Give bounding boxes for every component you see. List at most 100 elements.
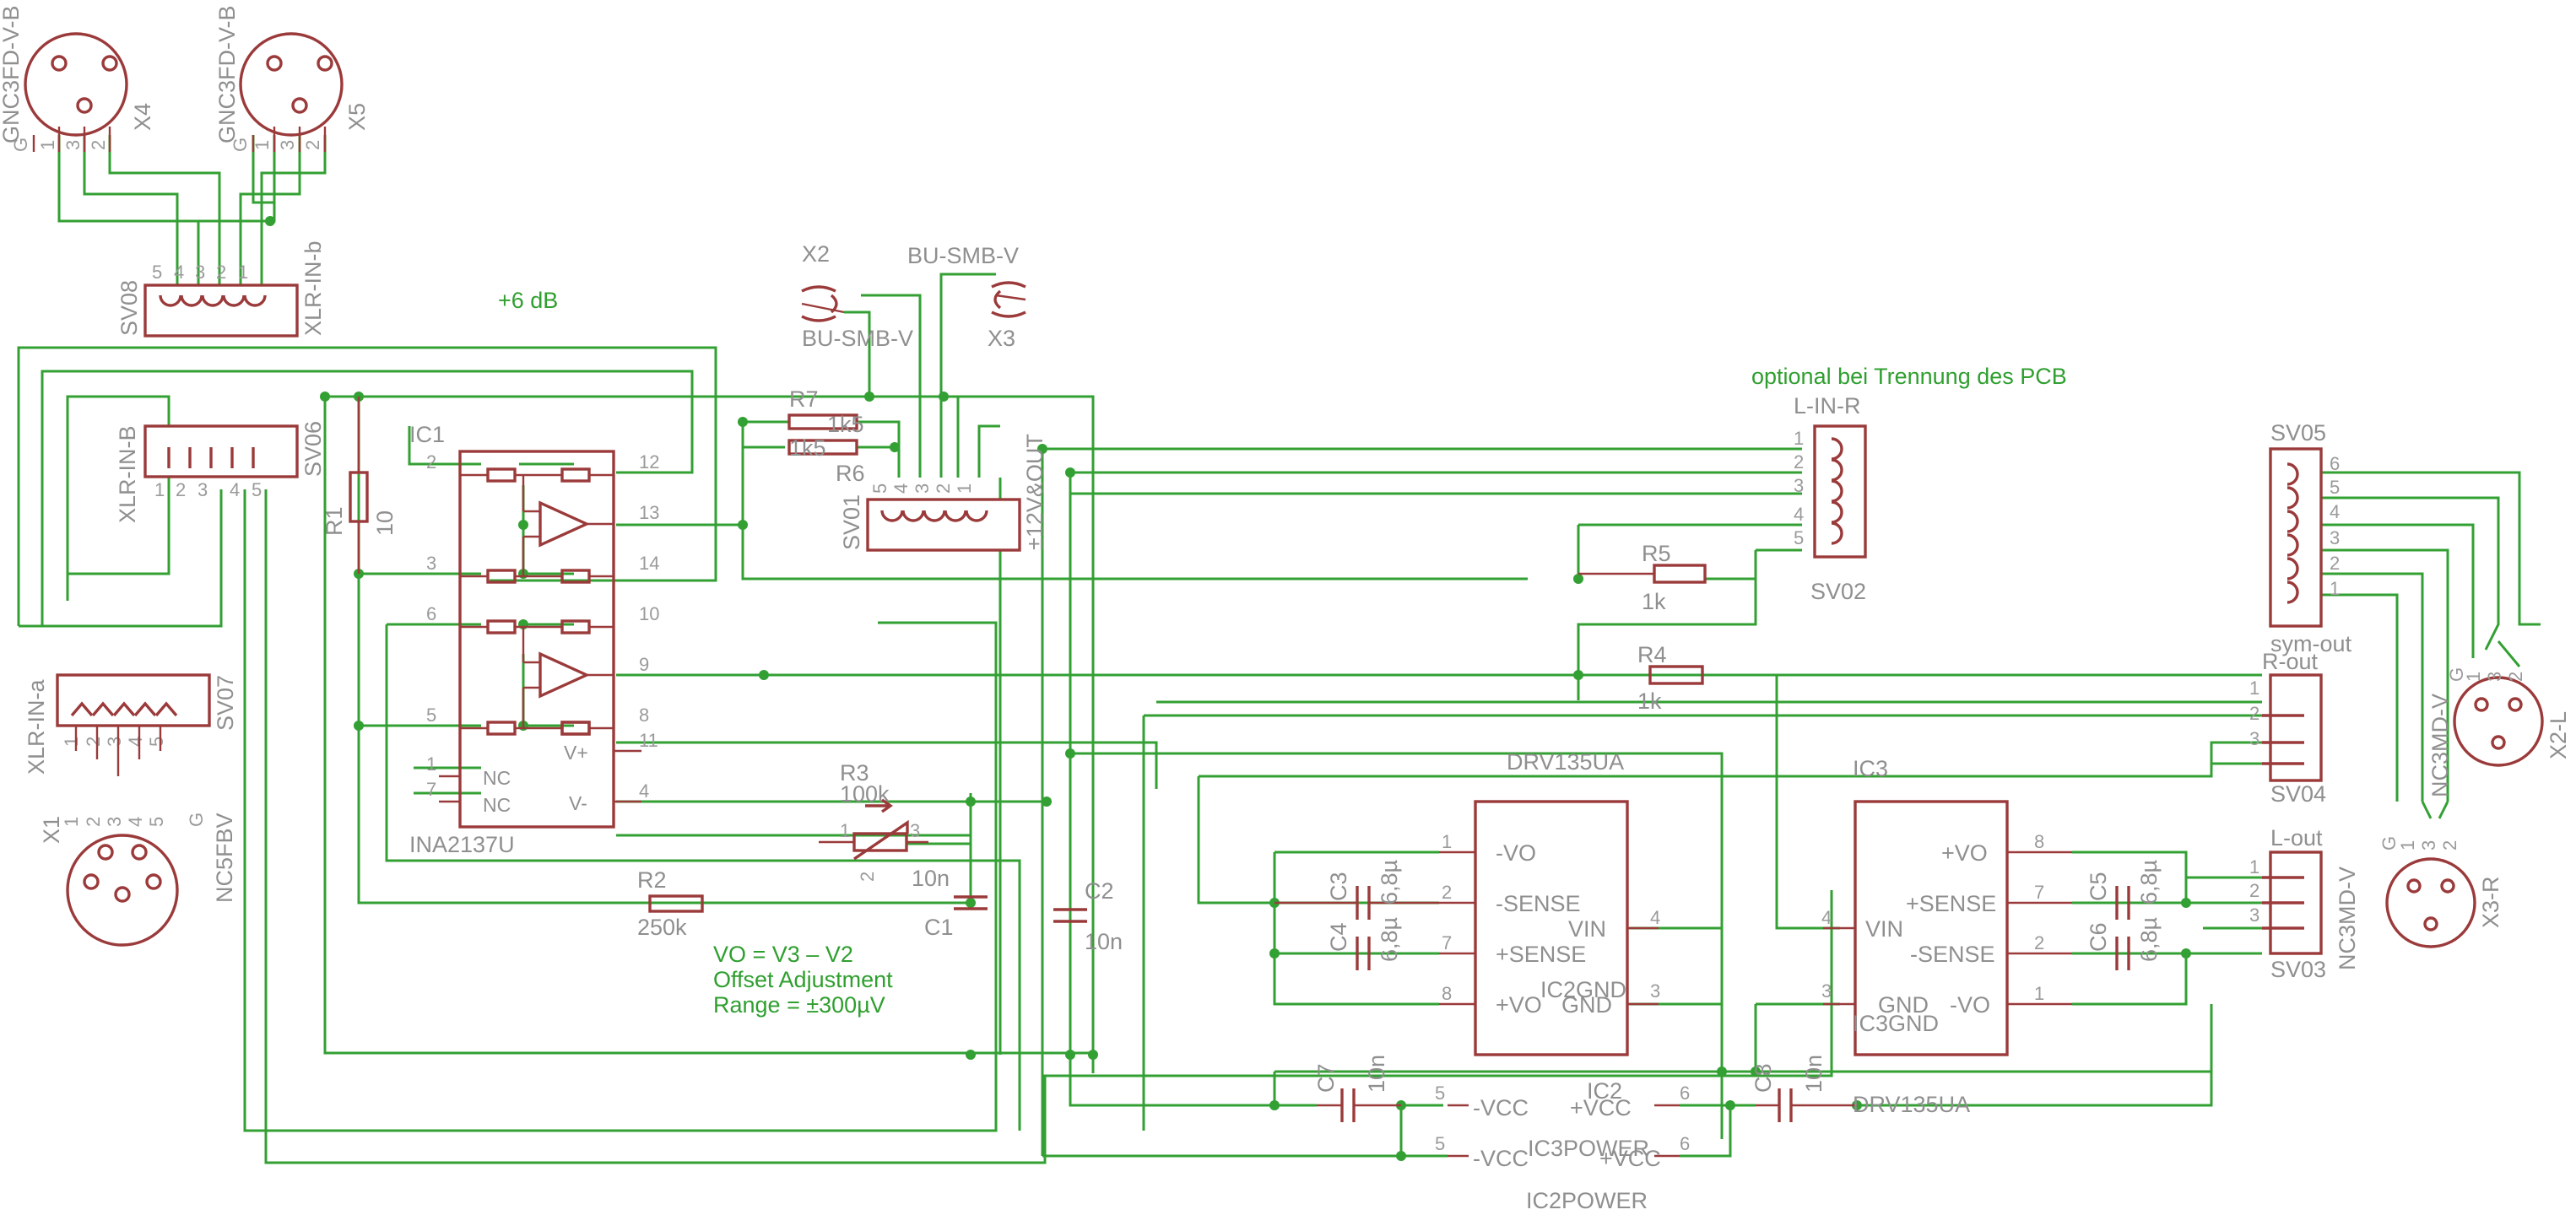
capacitor-c2: C2 10n: [1053, 878, 1123, 954]
ic2power-vcc-pos: +VCC: [1570, 1095, 1632, 1120]
x2l-name: X2-L: [2546, 711, 2571, 759]
ic1-pin-5: 5: [426, 705, 436, 726]
c4-value: 6,8µ: [1377, 917, 1402, 962]
x5-pin-2: 2: [302, 140, 323, 150]
x1-type: NC5FBV: [212, 813, 237, 903]
sv02-label: L-IN-R: [1794, 393, 1861, 418]
header-sv06: 1 2 3 4 5 XLR-IN-B SV06: [115, 421, 326, 523]
c2-value: 10n: [1085, 929, 1123, 954]
power-labels: 5 -VCC IC2 +VCC 6 5 -VCC IC3POWER +VCC 6…: [1435, 1078, 1970, 1213]
potentiometer-r3: R3 100k 1 2 3: [819, 760, 928, 882]
resistor-r6: 1k5 R6: [787, 435, 865, 486]
x2l-pin-2: 2: [2505, 672, 2526, 682]
ic3-label-vin: VIN: [1865, 916, 1903, 942]
ic2power-pin-5: 5: [1435, 1083, 1445, 1104]
ic3-pin-2: 2: [2034, 932, 2044, 953]
sv06-label: XLR-IN-B: [115, 425, 140, 523]
x3r-type: NC3MD-V: [2335, 867, 2360, 970]
x4-pin-3: 3: [62, 140, 84, 150]
r5-value: 1k: [1642, 589, 1666, 614]
sv01-pin-4: 4: [890, 483, 912, 494]
c7-value: 10n: [1364, 1055, 1389, 1093]
ic3-pin-1: 1: [2034, 983, 2044, 1004]
x2l-pin-g: G: [2446, 667, 2467, 682]
r2-value: 250k: [637, 915, 687, 940]
r3-value: 100k: [840, 781, 890, 807]
sv02-pin-3: 3: [1794, 475, 1804, 496]
connector-x4: G 1 3 2 GNC3FD-V-B X4: [0, 5, 155, 152]
header-sv03: L-out 1 2 3 SV03: [2249, 825, 2326, 982]
sv02-name: SV02: [1810, 579, 1866, 604]
header-sv08: 5 4 3 2 1 SV08 XLR-IN-b: [116, 240, 326, 338]
connector-x2-l: X2-L NC3MD-V G 1 3 2: [2427, 667, 2571, 797]
formula-note: VO = V3 – V2: [713, 942, 853, 967]
sv07-label: XLR-IN-a: [24, 678, 49, 775]
ic1-pin-1: 1: [426, 753, 436, 775]
resistor-r1: R1 10: [322, 397, 398, 574]
r1-value: 10: [372, 510, 398, 536]
ic3-pin-4: 4: [1821, 907, 1832, 928]
capacitor-c6: C6 6,8µ: [2086, 917, 2162, 970]
sv03-name: SV03: [2270, 957, 2326, 982]
header-sv04: R-out 1 2 3 SV04: [2249, 649, 2326, 807]
ic3-label-msense: -SENSE: [1910, 942, 1995, 967]
offset-note-line: Offset Adjustment: [713, 967, 893, 992]
sv02-pin-2: 2: [1794, 451, 1804, 472]
sv08-label: XLR-IN-b: [300, 240, 326, 336]
sv05-pin-1: 1: [2330, 578, 2340, 599]
capacitor-c1: 10n C1: [912, 866, 988, 940]
r3-pin-1: 1: [840, 820, 850, 841]
ic2-label-pvo: +VO: [1496, 992, 1542, 1018]
x3-type: BU-SMB-V: [907, 243, 1019, 268]
header-sv05: SV05 6 5 4 3 2 1 sym-out: [2269, 420, 2352, 656]
ic1-pin-11: 11: [639, 730, 658, 751]
sv01-pin-2: 2: [933, 483, 954, 494]
header-sv07: XLR-IN-a SV07 1 2 3 4 5: [24, 673, 238, 776]
sv01-pin-5: 5: [869, 483, 890, 494]
sv07-pin-4: 4: [125, 737, 146, 747]
sv08-pin-1: 1: [238, 262, 248, 283]
ic3-gnd-label: IC3GND: [1853, 1011, 1939, 1036]
sv06-name: SV06: [300, 421, 326, 477]
header-sv01: 5 4 3 2 1 SV01 ±12V&OUT: [839, 434, 1047, 552]
ic3power-label: IC3POWER: [1528, 1136, 1649, 1161]
r2-name: R2: [637, 867, 667, 893]
sv02-pin-4: 4: [1794, 504, 1804, 525]
sv05-label: sym-out: [2270, 631, 2352, 656]
ic1-pin-10: 10: [639, 603, 659, 624]
ic3-label-gnd: GND: [1878, 992, 1929, 1018]
header-sv02: optional bei Trennung des PCB L-IN-R 1 2…: [1751, 364, 2067, 604]
sv07-pin-2: 2: [83, 737, 104, 747]
r6-name: R6: [836, 461, 865, 486]
sv08-pin-2: 2: [216, 262, 226, 283]
ic3power-pin-6: 6: [1680, 1133, 1690, 1154]
ic2-drv135ua: DRV135UA 1 2 7 8 4 3 -VO -SENSE +SENSE +…: [1439, 749, 1660, 1056]
sv06-pin-1: 1: [154, 479, 165, 500]
x5-type: GNC3FD-V-B: [214, 5, 240, 143]
x2l-type: NC3MD-V: [2427, 694, 2453, 797]
resistor-r4: R4 1k: [1637, 642, 1704, 714]
x5-pin-g: G: [230, 138, 251, 152]
x5-pin-1: 1: [252, 140, 273, 150]
sv06-pin-3: 3: [198, 479, 208, 500]
x3r-name: X3-R: [2478, 876, 2503, 928]
r3-pin-2: 2: [857, 872, 878, 882]
x3r-pin-g: G: [2378, 836, 2400, 850]
ic2-label-mvo: -VO: [1496, 840, 1536, 866]
ic1-pin-14: 14: [639, 553, 659, 574]
ic1-pin-2: 2: [426, 451, 436, 472]
ic3-label-psense: +SENSE: [1906, 891, 1996, 916]
x5-pin-3: 3: [277, 140, 298, 150]
x1-name: X1: [39, 816, 64, 844]
x1-pin-4: 4: [125, 817, 146, 827]
ic3power-vcc-neg: -VCC: [1473, 1146, 1529, 1171]
x4-type: GNC3FD-V-B: [0, 5, 24, 143]
c2-name: C2: [1085, 878, 1114, 904]
r3-name: R3: [840, 760, 869, 786]
connector-x5: G 1 3 2 GNC3FD-V-B X5: [214, 5, 370, 152]
c6-value: 6,8µ: [2136, 917, 2162, 962]
x1-pin-g: G: [186, 813, 207, 827]
capacitor-c3: C3 6,8µ: [1274, 860, 1439, 920]
ic1-pin-7: 7: [426, 779, 436, 800]
